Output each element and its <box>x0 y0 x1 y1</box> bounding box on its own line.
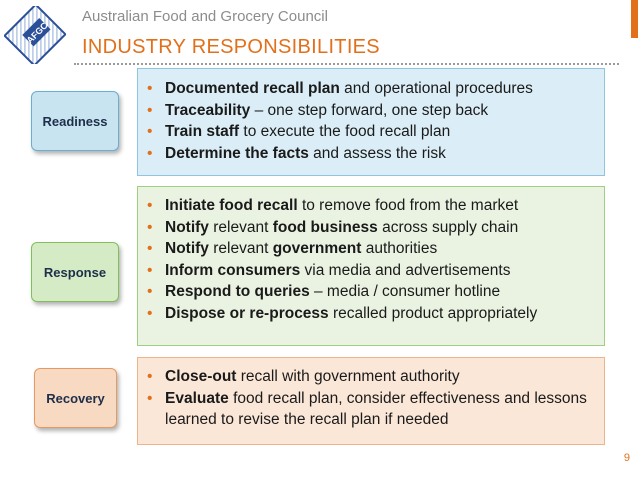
bullet-item: Train staff to execute the food recall p… <box>147 121 604 143</box>
bullet-item: Determine the facts and assess the risk <box>147 143 604 165</box>
page-number: 9 <box>623 452 630 464</box>
slide-title: INDUSTRY RESPONSIBILITIES <box>82 36 380 58</box>
recovery-stage-box: Recovery <box>34 368 117 428</box>
afgc-logo: AFGC <box>3 3 67 67</box>
bullet-item: Notify relevant government authorities <box>147 238 604 260</box>
bullet-item: Respond to queries – media / consumer ho… <box>147 281 604 303</box>
response-panel: Initiate food recall to remove food from… <box>137 186 605 346</box>
bullet-item: Notify relevant food business across sup… <box>147 217 604 239</box>
recovery-panel: Close-out recall with government authori… <box>137 357 605 445</box>
bullet-item: Inform consumers via media and advertise… <box>147 260 604 282</box>
bullet-item: Initiate food recall to remove food from… <box>147 195 604 217</box>
title-divider <box>74 63 619 65</box>
readiness-stage-box: Readiness <box>31 91 119 151</box>
readiness-panel: Documented recall plan and operational p… <box>137 68 605 176</box>
bullet-item: Traceability – one step forward, one ste… <box>147 100 604 122</box>
bullet-item: Close-out recall with government authori… <box>147 366 604 388</box>
bullet-item: Dispose or re-process recalled product a… <box>147 303 604 325</box>
bullet-item: Documented recall plan and operational p… <box>147 78 604 100</box>
response-stage-box: Response <box>31 242 119 302</box>
bullet-item: Evaluate food recall plan, consider effe… <box>147 388 604 431</box>
corner-accent <box>631 0 638 38</box>
organisation-name: Australian Food and Grocery Council <box>82 8 328 25</box>
